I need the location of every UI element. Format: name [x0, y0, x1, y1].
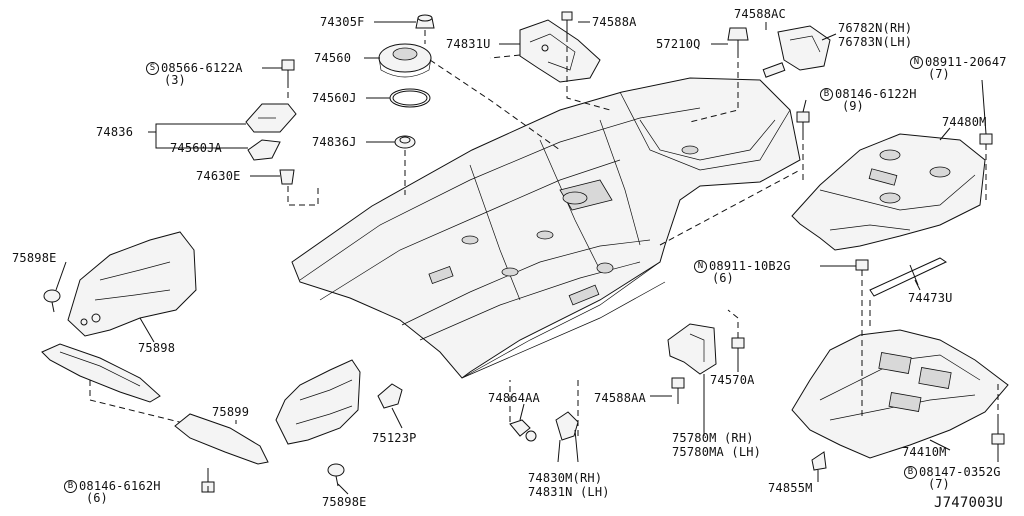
clip-08566-6122A — [281, 59, 295, 82]
bolt-08147-0352G — [991, 420, 1005, 445]
pad-74560JA — [247, 139, 281, 161]
splash-75898 — [67, 231, 197, 337]
label-76783N: 76783N(LH) — [838, 35, 913, 49]
label-74630E: 74630E — [196, 169, 241, 183]
ring-74560J — [389, 88, 431, 108]
bolt-74588AA — [671, 377, 685, 404]
cover-74410M — [791, 329, 1009, 459]
nut-08911-10B2G — [855, 259, 869, 271]
leader-lines — [55, 21, 999, 495]
label-74560JA: 74560JA — [170, 141, 222, 155]
bracket-76782N — [762, 25, 831, 78]
b-marker-icon: B — [904, 466, 917, 479]
diagram-code: J747003U — [934, 495, 1004, 511]
label-74588AC: 74588AC — [734, 7, 786, 21]
label-74836J: 74836J — [312, 135, 357, 149]
bolt-74588A — [561, 11, 573, 36]
clip-75123P — [377, 383, 403, 409]
n-marker-icon: N — [694, 260, 707, 273]
label-74560J: 74560J — [312, 91, 357, 105]
label-75780M: 75780M (RH) — [672, 431, 754, 445]
clip-75898E-bottom — [327, 463, 345, 487]
floor-panel — [291, 77, 801, 379]
label-74831U: 74831U — [446, 37, 491, 51]
nut-08911-20647 — [979, 133, 993, 145]
undercover-strip-center — [174, 413, 269, 465]
label-74570A: 74570A — [710, 373, 755, 387]
label-57210Q: 57210Q — [656, 37, 701, 51]
qty-08566-6122A: (3) — [164, 73, 186, 87]
label-74588AA: 74588AA — [594, 391, 646, 405]
label-74830M: 74830M(RH) — [528, 471, 603, 485]
label-75898: 75898 — [138, 341, 176, 355]
bracket-75780M — [667, 323, 717, 436]
bracket-74473U — [869, 257, 948, 297]
label-74410M: 74410M — [902, 445, 947, 459]
qty-08911-10B2G: (6) — [712, 271, 734, 285]
b-marker-icon: B — [64, 480, 77, 493]
qty-08146-6162H: (6) — [86, 491, 108, 505]
clip-74630E — [279, 169, 295, 185]
label-74831N: 74831N (LH) — [528, 485, 610, 499]
cover-74560 — [378, 43, 432, 78]
label-74305F: 74305F — [320, 15, 365, 29]
splash-75899 — [275, 359, 361, 445]
clip-75898E-left — [43, 289, 61, 313]
label-75898E-bottom: 75898E — [322, 495, 367, 509]
grommet-74836J — [394, 135, 416, 149]
label-75899: 75899 — [212, 405, 250, 419]
label-74864AA: 74864AA — [488, 391, 540, 405]
bolt-08146-6122H — [796, 111, 810, 134]
label-74855M: 74855M — [768, 481, 813, 495]
undercover-strip-left — [41, 343, 161, 403]
label-76782N: 76782N(RH) — [838, 21, 913, 35]
cover-74480M — [791, 133, 986, 251]
n-marker-icon: N — [910, 56, 923, 69]
label-74836: 74836 — [96, 125, 134, 139]
qty-08911-20647: (7) — [928, 67, 950, 81]
label-75898E-left: 75898E — [12, 251, 57, 265]
label-75780MA: 75780MA (LH) — [672, 445, 762, 459]
s-marker-icon: S — [146, 62, 159, 75]
bracket-74831U — [519, 19, 601, 83]
b-marker-icon: B — [820, 88, 833, 101]
bolt-74570A — [731, 337, 745, 360]
grommet-74305F — [415, 14, 435, 29]
label-74473U: 74473U — [908, 291, 953, 305]
qty-08147-0352G: (7) — [928, 477, 950, 491]
clip-74855M — [811, 451, 827, 471]
bracket-74836 — [245, 103, 297, 133]
bracket-74830M — [555, 411, 579, 463]
label-74560: 74560 — [314, 51, 352, 65]
label-75123P: 75123P — [372, 431, 417, 445]
clip-57210Q — [727, 27, 749, 52]
label-74480M: 74480M — [942, 115, 987, 129]
label-74588A: 74588A — [592, 15, 637, 29]
clip-74864AA — [509, 419, 537, 442]
qty-08146-6122H: (9) — [842, 99, 864, 113]
